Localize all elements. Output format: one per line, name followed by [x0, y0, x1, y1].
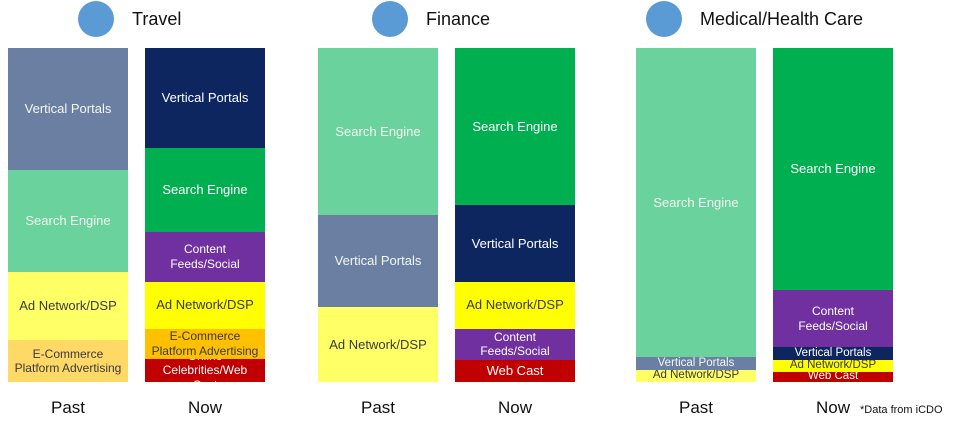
bar-segment: Content Feeds/Social: [455, 328, 575, 361]
bar-segment: Search Engine: [455, 48, 575, 205]
bar-segment: Search Engine: [636, 48, 756, 357]
bar-segment-label: Ad Network/DSP: [652, 370, 740, 382]
bar-segment: Search Engine: [8, 169, 128, 272]
bar-segment-label: Online Celebrities/Web Cast: [162, 359, 248, 382]
bar-segment: Web Cast: [455, 360, 575, 382]
bar-segment-label: E-Commerce Platform Advertising: [14, 346, 122, 376]
x-axis-label: Now: [187, 398, 222, 417]
bar-segment-label: Vertical Portals: [24, 101, 112, 117]
group-title-2: Medical/Health Care: [646, 0, 863, 38]
x-axis-label: Now: [815, 398, 850, 417]
x-axis-label: Past: [360, 398, 396, 417]
bar-segment: Ad Network/DSP: [145, 281, 265, 329]
bar-segment-label: Ad Network/DSP: [19, 298, 117, 314]
circle-bullet-icon: [372, 1, 408, 37]
bar-segment-label: Search Engine: [653, 194, 739, 210]
bar-segment-label: Web Cast: [486, 363, 544, 379]
bar-segment: Vertical Portals: [145, 48, 265, 149]
bar-segment-label: Search Engine: [472, 118, 558, 134]
x-axis-label: Past: [50, 398, 86, 417]
bar-segment: Search Engine: [318, 48, 438, 215]
bar-segment: E-Commerce Platform Advertising: [8, 340, 128, 382]
bar-segment-label: E-Commerce Platform Advertising: [151, 329, 259, 358]
bar-segment: Ad Network/DSP: [455, 281, 575, 329]
bar-segment-label: Ad Network/DSP: [156, 297, 254, 313]
bar-segment: Vertical Portals: [318, 215, 438, 307]
circle-bullet-icon: [78, 1, 114, 37]
bar-segment: Vertical Portals: [773, 346, 893, 361]
group-title-0: Travel: [78, 0, 181, 38]
bar-segment-label: Vertical Portals: [334, 253, 422, 269]
bar-segment: Ad Network/DSP: [773, 360, 893, 372]
x-axis-label: Now: [497, 398, 532, 417]
bar-segment-label: Content Feeds/Social: [798, 304, 868, 333]
group-title-text: Finance: [426, 8, 491, 29]
bar-segment: Vertical Portals: [8, 48, 128, 170]
bar-segment-label: Ad Network/DSP: [329, 336, 427, 352]
bar-segment-label: Ad Network/DSP: [466, 297, 564, 313]
x-axis-label: Past: [678, 398, 714, 417]
circle-bullet-icon: [646, 1, 682, 37]
bar-segment-label: Search Engine: [790, 161, 876, 177]
bar-segment: Ad Network/DSP: [636, 370, 756, 382]
bar-segment-label: Content Feeds/Social: [170, 242, 240, 271]
group-title-1: Finance: [372, 0, 490, 38]
bar-segment: Online Celebrities/Web Cast: [145, 358, 265, 382]
bar-segment: Ad Network/DSP: [8, 271, 128, 341]
group-title-text: Travel: [132, 8, 182, 29]
group-title-text: Medical/Health Care: [700, 8, 864, 29]
bar-segment: Vertical Portals: [636, 356, 756, 371]
bar-segment-label: Vertical Portals: [471, 235, 559, 251]
bar-segment-label: Vertical Portals: [794, 346, 872, 359]
bar-segment-label: Ad Network/DSP: [789, 360, 877, 372]
bar-segment: Ad Network/DSP: [318, 306, 438, 382]
bar-segment: Search Engine: [145, 148, 265, 232]
bar-segment: Content Feeds/Social: [773, 290, 893, 347]
bar-segment: Vertical Portals: [455, 204, 575, 282]
bar-segment-label: Search Engine: [162, 182, 248, 198]
bar-segment: E-Commerce Platform Advertising: [145, 328, 265, 359]
bar-segment: Web Cast: [773, 371, 893, 382]
bar-segment: Content Feeds/Social: [145, 231, 265, 282]
bar-segment-label: Search Engine: [25, 213, 111, 229]
bar-segment-label: Vertical Portals: [161, 90, 249, 106]
bar-segment-label: Web Cast: [807, 371, 859, 382]
data-source-note: *Data from iCDO: [860, 404, 943, 416]
bar-segment: Search Engine: [773, 48, 893, 291]
bar-segment-label: Vertical Portals: [657, 356, 735, 369]
bar-segment-label: Search Engine: [335, 123, 421, 139]
bar-segment-label: Content Feeds/Social: [480, 330, 550, 359]
